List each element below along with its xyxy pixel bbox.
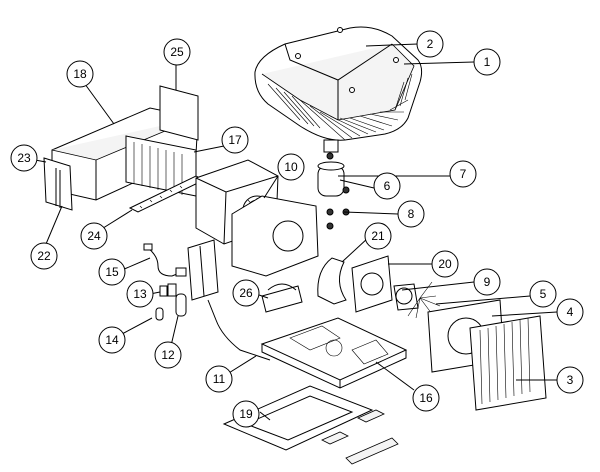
callout-label: 6: [384, 179, 391, 193]
housing-part: [43, 85, 199, 211]
callout-label: 12: [161, 348, 175, 362]
callout-label: 20: [438, 257, 452, 271]
callout-label: 16: [419, 391, 433, 405]
callout-label: 7: [460, 167, 467, 181]
screw-icon: [295, 53, 301, 59]
callout-label: 13: [133, 287, 147, 301]
fan-assembly-part: [351, 255, 547, 411]
callout-label: 10: [284, 160, 298, 174]
callout-label: 15: [105, 265, 119, 279]
callout-14: 14: [98, 326, 126, 354]
callout-5: 5: [529, 280, 557, 308]
callout-label: 8: [408, 207, 415, 221]
shroud-part: [254, 26, 423, 141]
screw-icon: [393, 57, 399, 63]
callout-label: 3: [567, 373, 574, 387]
callout-1: 1: [473, 48, 501, 76]
callout-label: 24: [87, 229, 101, 243]
callout-11: 11: [205, 365, 233, 393]
callout-7: 7: [449, 160, 477, 188]
callout-23: 23: [10, 144, 38, 172]
callout-label: 25: [170, 45, 184, 59]
callout-21: 21: [364, 222, 392, 250]
callout-label: 21: [371, 229, 385, 243]
callout-label: 1: [484, 55, 491, 69]
callout-label: 9: [484, 275, 491, 289]
callout-label: 17: [228, 133, 242, 147]
capacitor-part: [317, 139, 350, 230]
callout-label: 11: [213, 372, 226, 386]
callout-22: 22: [30, 242, 58, 270]
callout-label: 14: [105, 333, 119, 347]
blower-part: [195, 159, 319, 277]
callout-label: 4: [567, 305, 574, 319]
callout-label: 22: [37, 249, 51, 263]
base-pan-part: [260, 317, 408, 389]
callout-13: 13: [126, 280, 154, 308]
control-box-part: [155, 239, 271, 361]
callout-20: 20: [431, 250, 459, 278]
callout-15: 15: [98, 258, 126, 286]
callout-label: 5: [540, 287, 547, 301]
callout-26: 26: [232, 279, 260, 307]
screw-icon: [349, 87, 355, 93]
wire-harness-part: [143, 243, 187, 277]
callout-label: 2: [427, 37, 434, 51]
callout-12: 12: [154, 341, 182, 369]
callout-4: 4: [556, 298, 584, 326]
callout-2: 2: [416, 30, 444, 58]
callout-19: 19: [232, 400, 260, 428]
callout-9: 9: [473, 268, 501, 296]
bracket-part: [261, 257, 347, 313]
callout-6: 6: [373, 172, 401, 200]
callout-16: 16: [412, 384, 440, 412]
callout-label: 23: [17, 151, 31, 165]
callout-17: 17: [221, 126, 249, 154]
callout-label: 19: [239, 407, 253, 421]
callout-3: 3: [556, 366, 584, 394]
screw-icon: [337, 27, 343, 33]
callout-8: 8: [397, 200, 425, 228]
callout-label: 18: [73, 67, 87, 81]
callout-label: 26: [239, 286, 253, 300]
callout-24: 24: [80, 222, 108, 250]
gasket-part: [222, 385, 399, 465]
callout-25: 25: [163, 38, 191, 66]
callout-18: 18: [66, 60, 94, 88]
callout-10: 10: [277, 153, 305, 181]
